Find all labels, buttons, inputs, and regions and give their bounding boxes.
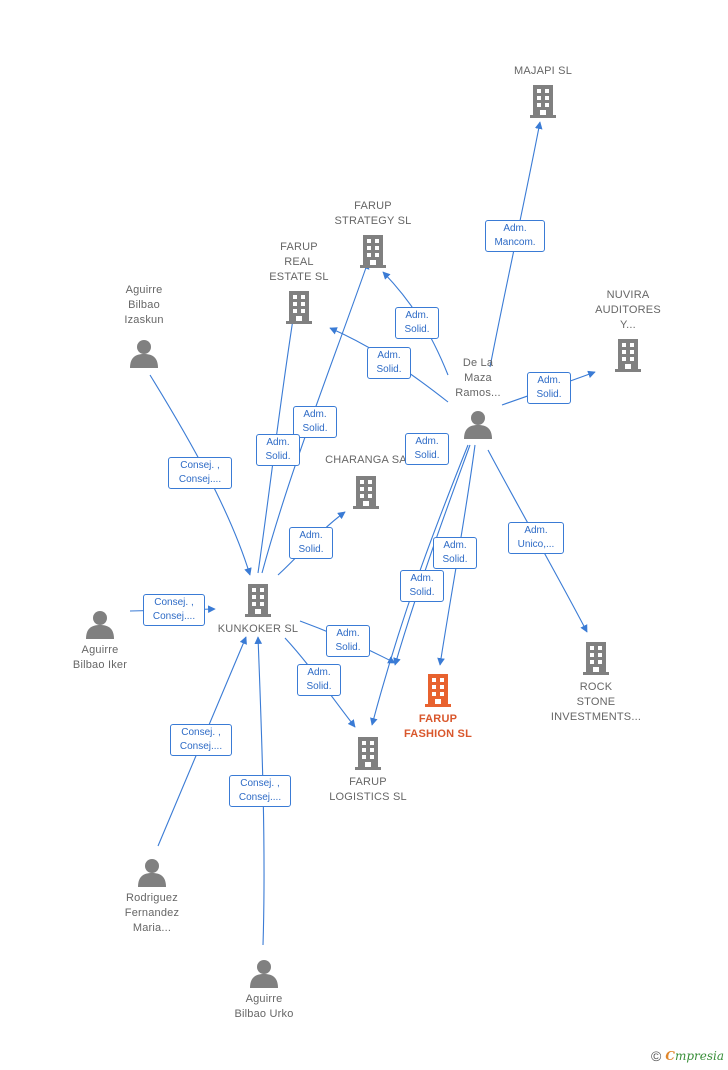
building-icon	[286, 291, 312, 324]
building-icon	[355, 737, 381, 770]
node-label: FARUP REAL ESTATE SL	[269, 241, 329, 283]
node-label: De La Maza Ramos...	[455, 357, 501, 399]
copyright-icon: ©	[651, 1048, 662, 1064]
building-icon	[530, 85, 556, 118]
edge-label-e12[interactable]: Consej. , Consej....	[143, 594, 205, 626]
edge-label-e3[interactable]: Adm. Solid.	[367, 347, 411, 379]
node-nuvira[interactable]: NUVIRA AUDITORES Y...	[583, 288, 673, 373]
node-label: FARUP STRATEGY SL	[334, 200, 412, 227]
building-icon	[615, 339, 641, 372]
person-icon	[86, 611, 114, 639]
edge-label-e13[interactable]: Adm. Solid.	[289, 527, 333, 559]
building-icon	[583, 642, 609, 675]
edge-label-e16[interactable]: Consej. , Consej....	[170, 724, 232, 756]
node-farup-real-estate[interactable]: FARUP REAL ESTATE SL	[259, 240, 339, 325]
edge-label-e6[interactable]: Adm. Solid.	[433, 537, 477, 569]
edge-label-e4[interactable]: Adm. Solid.	[527, 372, 571, 404]
node-label: ROCK STONE INVESTMENTS...	[550, 681, 642, 723]
node-aguirre-urko[interactable]: Aguirre Bilbao Urko	[224, 958, 304, 1022]
node-label: MAJAPI SL	[513, 65, 573, 77]
node-aguirre-izaskun[interactable]: Aguirre Bilbao Izaskun	[106, 283, 182, 368]
building-icon	[425, 674, 451, 707]
node-label: Rodriguez Fernandez Maria...	[124, 892, 180, 934]
brand-name: mpresia	[674, 1049, 724, 1063]
edge-label-e10[interactable]: Adm. Solid.	[256, 434, 300, 466]
edge-label-e2[interactable]: Adm. Solid.	[395, 307, 439, 339]
person-icon	[464, 411, 492, 439]
node-kunkoker[interactable]: KUNKOKER SL	[210, 582, 306, 637]
node-label: Aguirre Bilbao Iker	[72, 644, 128, 671]
edge-label-e17[interactable]: Consej. , Consej....	[229, 775, 291, 807]
brand-initial: C	[665, 1049, 675, 1063]
building-icon	[353, 476, 379, 509]
node-farup-strategy[interactable]: FARUP STRATEGY SL	[325, 199, 421, 269]
edge-label-e1[interactable]: Adm. Mancom.	[485, 220, 545, 252]
edge-label-e5[interactable]: Adm. Solid.	[405, 433, 449, 465]
node-label: Aguirre Bilbao Urko	[234, 993, 294, 1020]
node-de-la-maza[interactable]: De La Maza Ramos...	[440, 356, 516, 439]
node-rodriguez[interactable]: Rodriguez Fernandez Maria...	[110, 857, 194, 936]
footer-brand: © Cmpresia	[651, 1048, 724, 1064]
node-aguirre-iker[interactable]: Aguirre Bilbao Iker	[62, 609, 138, 673]
person-icon	[138, 859, 166, 887]
node-rock-stone[interactable]: ROCK STONE INVESTMENTS...	[541, 640, 651, 725]
edge-label-e7[interactable]: Adm. Solid.	[400, 570, 444, 602]
edge-label-e9[interactable]: Adm. Solid.	[293, 406, 337, 438]
node-farup-fashion[interactable]: FARUP FASHION SL	[390, 672, 486, 742]
node-charanga[interactable]: CHARANGA SA	[316, 453, 416, 510]
edge-label-e11[interactable]: Consej. , Consej....	[168, 457, 232, 489]
edge-label-e8[interactable]: Adm. Unico,...	[508, 522, 564, 554]
person-icon	[130, 340, 158, 368]
node-label: Aguirre Bilbao Izaskun	[124, 284, 164, 326]
building-icon	[360, 235, 386, 268]
node-label: FARUP FASHION SL	[403, 713, 472, 740]
node-label: CHARANGA SA	[325, 454, 407, 466]
node-label: NUVIRA AUDITORES Y...	[595, 289, 661, 331]
node-label: FARUP LOGISTICS SL	[329, 776, 407, 803]
node-majapi[interactable]: MAJAPI SL	[500, 64, 586, 119]
person-icon	[250, 960, 278, 988]
node-farup-logistics[interactable]: FARUP LOGISTICS SL	[320, 735, 416, 805]
edge-label-e15[interactable]: Adm. Solid.	[297, 664, 341, 696]
edge-label-e14[interactable]: Adm. Solid.	[326, 625, 370, 657]
node-label: KUNKOKER SL	[217, 623, 299, 635]
building-icon	[245, 584, 271, 617]
brand-logo: Cmpresia	[665, 1049, 724, 1063]
